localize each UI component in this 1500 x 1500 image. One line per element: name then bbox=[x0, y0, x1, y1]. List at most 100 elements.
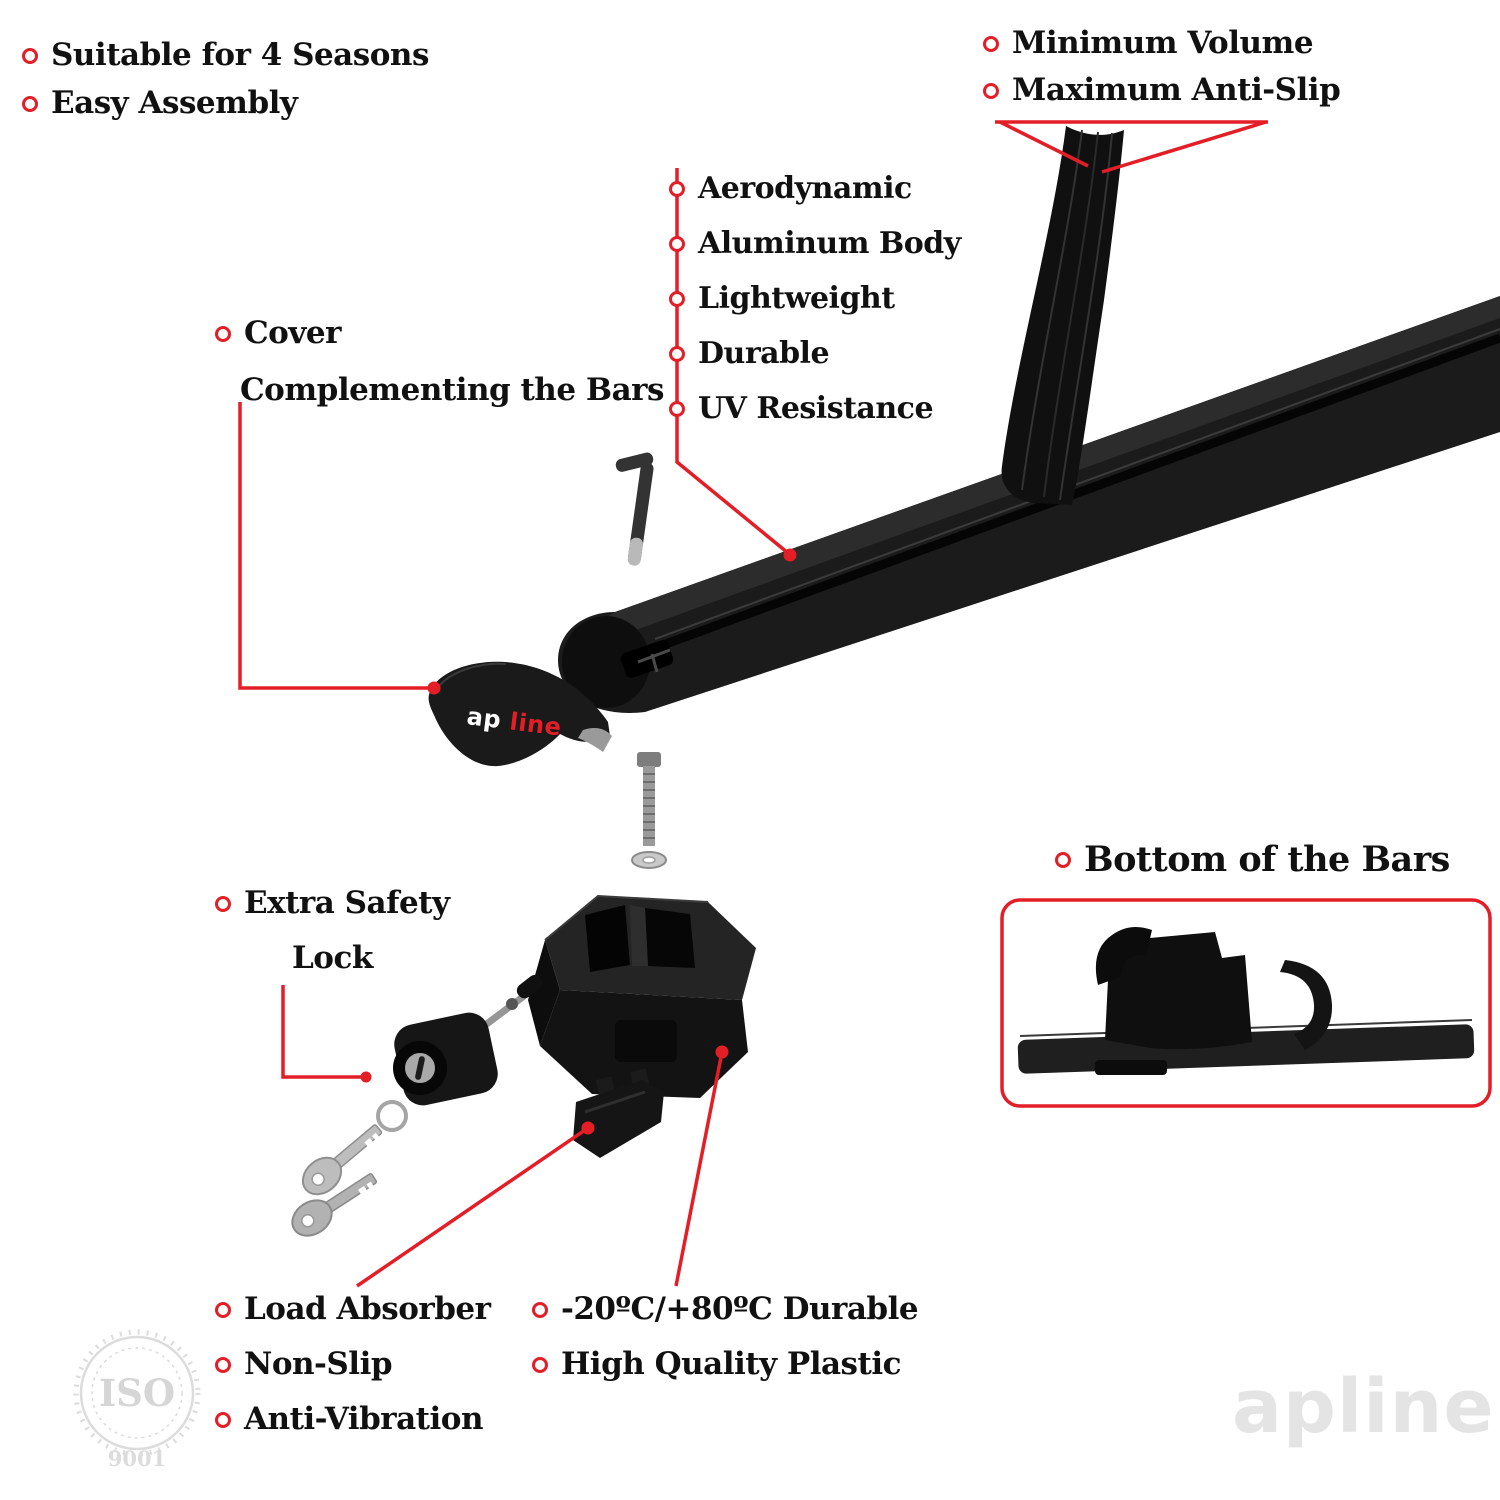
bullet-icon bbox=[22, 95, 38, 112]
feature-suitable-4-seasons: Suitable for 4 Seasons bbox=[22, 37, 429, 74]
cover-label-text: Cover bbox=[244, 315, 341, 351]
lock-label-line2: Lock bbox=[292, 940, 373, 977]
callout-load-absorber bbox=[356, 1126, 589, 1288]
rubber-strip-rib bbox=[1059, 132, 1113, 501]
rubber-strip-rib bbox=[1021, 129, 1083, 491]
callout-dots bbox=[360, 548, 797, 1135]
callout-dot-cover bbox=[427, 681, 441, 695]
rubber-strip bbox=[1001, 126, 1124, 505]
feature-anti-vibration: Anti-Vibration bbox=[215, 1401, 484, 1438]
feature-label: Easy Assembly bbox=[51, 85, 298, 121]
feature-easy-assembly: Easy Assembly bbox=[22, 85, 298, 122]
feature-label: -20ºC/+80ºC Durable bbox=[561, 1291, 919, 1327]
bullet-icon bbox=[669, 236, 685, 253]
bullet-icon bbox=[983, 35, 999, 52]
feature-load-absorber: Load Absorber bbox=[215, 1291, 491, 1328]
rubber-strip-rib bbox=[1043, 131, 1099, 498]
bottom-bars-panel bbox=[1000, 898, 1492, 1108]
callout-lines bbox=[238, 120, 1268, 1288]
callout-dot-lock bbox=[360, 1071, 372, 1083]
callout-dot-bar bbox=[783, 548, 797, 562]
lock-pin-collar bbox=[506, 998, 518, 1010]
cover-label-line1: Cover bbox=[215, 315, 341, 352]
bullet-icon bbox=[215, 895, 231, 912]
feature-minimum-volume: Minimum Volume bbox=[983, 25, 1314, 62]
bar-feature-aluminum-body: Aluminum Body bbox=[669, 226, 961, 262]
feature-label: UV Resistance bbox=[698, 391, 934, 426]
key-ring bbox=[376, 1100, 408, 1132]
bottom-view-claw bbox=[1095, 926, 1152, 985]
callout-cover bbox=[238, 402, 430, 690]
feature-label: Anti-Vibration bbox=[244, 1401, 484, 1437]
bullet-icon bbox=[983, 82, 999, 99]
bolt-threads bbox=[643, 773, 655, 839]
callout-dot-foot bbox=[715, 1045, 729, 1059]
iso-outer-circle bbox=[79, 1335, 195, 1451]
cover-highlight bbox=[435, 662, 507, 691]
feature-high-quality-plastic: High Quality Plastic bbox=[532, 1346, 901, 1383]
bullet-icon bbox=[532, 1356, 548, 1373]
bullet-icon bbox=[669, 401, 685, 418]
bullet-icon bbox=[215, 325, 231, 342]
feature-label: Aerodynamic bbox=[698, 171, 912, 206]
lock-label-line1: Extra Safety bbox=[215, 885, 450, 922]
bottom-bars-heading: Bottom of the Bars bbox=[1055, 839, 1450, 880]
bracket-groove bbox=[584, 1090, 646, 1114]
foot-clamp bbox=[528, 894, 756, 1098]
lock-label-text: Lock bbox=[292, 940, 373, 976]
bolt-head bbox=[637, 752, 661, 767]
load-absorber-bracket bbox=[573, 1068, 664, 1158]
roof-bar-end-tslot bbox=[637, 648, 671, 673]
rubber-strip-body bbox=[1001, 126, 1124, 505]
cover-body bbox=[428, 661, 610, 767]
cover-metal-clip bbox=[578, 728, 612, 752]
lock-label-text: Extra Safety bbox=[244, 885, 450, 921]
safety-lock bbox=[393, 974, 543, 1106]
bar-feature-uv-resistance: UV Resistance bbox=[669, 391, 934, 427]
bar-feature-durable: Durable bbox=[669, 336, 830, 372]
feature-temperature-durable: -20ºC/+80ºC Durable bbox=[532, 1291, 919, 1328]
keys bbox=[291, 1100, 408, 1237]
callout-topright-right-diagonal bbox=[1101, 120, 1267, 174]
bracket-body bbox=[573, 1080, 664, 1158]
iso-title: ISO bbox=[99, 1371, 175, 1415]
foot-slot-right bbox=[645, 908, 695, 968]
foot-slot-left bbox=[585, 905, 630, 972]
feature-non-slip: Non-Slip bbox=[215, 1346, 393, 1383]
iso-gear-ring bbox=[73, 1329, 201, 1457]
bolt bbox=[631, 752, 667, 869]
callout-lock bbox=[281, 985, 362, 1079]
cover-label-text: Complementing the Bars bbox=[240, 372, 664, 408]
feature-label: Minimum Volume bbox=[1012, 25, 1314, 61]
callout-bar-features bbox=[675, 168, 790, 555]
feature-label: Lightweight bbox=[698, 281, 895, 316]
feature-label: Aluminum Body bbox=[698, 226, 961, 261]
bar-feature-aerodynamic: Aerodynamic bbox=[669, 171, 912, 207]
cover-cap: ap line bbox=[428, 661, 612, 767]
roof-bar-channel-highlight bbox=[654, 328, 1500, 640]
bullet-icon bbox=[215, 1356, 231, 1373]
roof-bar-channel-groove bbox=[653, 333, 1500, 653]
lock-keyhole bbox=[415, 1056, 425, 1080]
allen-key-icon bbox=[615, 452, 654, 566]
lock-knob bbox=[516, 974, 543, 999]
foot-divider bbox=[630, 905, 648, 966]
bottom-view-clamp bbox=[1105, 932, 1252, 1050]
bullet-icon bbox=[669, 291, 685, 308]
feature-label: High Quality Plastic bbox=[561, 1346, 901, 1382]
bullet-icon bbox=[1055, 852, 1071, 869]
iso-watermark: ISO 9001 bbox=[73, 1329, 201, 1471]
brand-suffix: line bbox=[508, 707, 563, 741]
allen-key-short-arm bbox=[615, 452, 654, 472]
washer-hole bbox=[642, 856, 656, 864]
bullet-icon bbox=[215, 1301, 231, 1318]
feature-label: Maximum Anti-Slip bbox=[1012, 72, 1341, 108]
foot-rim-highlight bbox=[544, 894, 709, 941]
key bbox=[301, 1124, 383, 1196]
feature-maximum-anti-slip: Maximum Anti-Slip bbox=[983, 72, 1341, 109]
bullet-icon bbox=[669, 181, 685, 198]
cover-brand-logo: ap line bbox=[465, 702, 563, 741]
key bbox=[291, 1173, 378, 1237]
